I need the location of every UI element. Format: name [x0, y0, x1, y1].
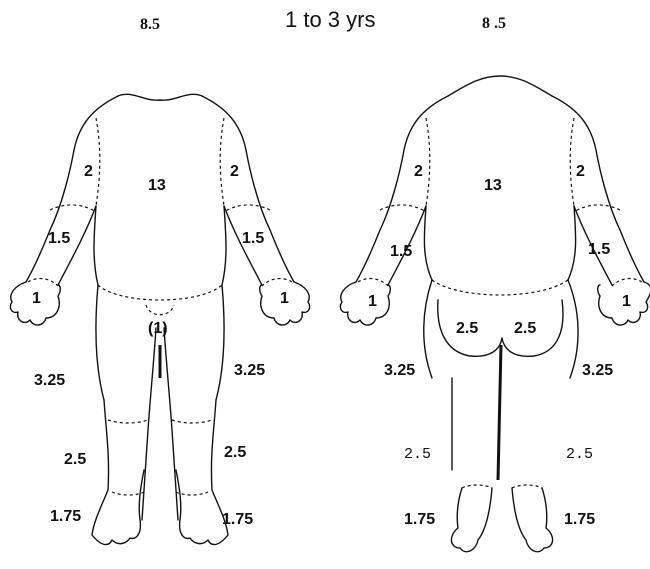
front-foot-left-label: 1.75 [50, 508, 81, 525]
front-ankle-right-dash [176, 492, 208, 495]
back-elbow-left-dash [380, 205, 426, 212]
back-upper-arm-left-label: 2 [414, 163, 423, 180]
front-wrist-left-dash [28, 279, 58, 286]
front-thigh-left-label: 3.25 [34, 372, 65, 389]
front-thigh-right-label: 3.25 [234, 362, 265, 379]
back-foot-right-label: 1.75 [564, 511, 595, 528]
front-hand-right-label: 1 [280, 290, 289, 307]
front-elbow-right-dash [224, 205, 270, 212]
back-foot-left-label: 1.75 [404, 511, 435, 528]
back-leg-right-label: 2.5 [566, 446, 593, 463]
front-neck-outline [118, 94, 202, 100]
front-groin-dash [146, 305, 174, 315]
front-inner-leg-left [142, 328, 156, 520]
front-forearm-right-label: 1.5 [242, 230, 264, 247]
front-genitals-label: (1) [148, 320, 168, 337]
front-shoulder-right-dash [220, 118, 224, 206]
front-trunk-left-outline [26, 96, 118, 282]
back-elbow-right-dash [574, 205, 620, 212]
back-hand-left-outline [340, 282, 390, 325]
front-knee-right-dash [172, 420, 212, 423]
front-trunk-right-outline [202, 96, 294, 282]
front-shoulder-left-dash [96, 118, 100, 206]
front-leg-right-label: 2.5 [224, 444, 246, 461]
back-torso-left-side [424, 206, 432, 280]
back-figure: 2 2 13 1.5 1.5 1 1 2.5 2.5 3.25 3.25 2.5… [340, 76, 650, 552]
diagram-title: 1 to 3 yrs [285, 7, 375, 32]
back-head-value: 8 .5 [482, 15, 506, 32]
back-thigh-left-label: 3.25 [384, 362, 415, 379]
back-torso-right-side [568, 206, 576, 280]
front-knee-left-dash [108, 420, 148, 423]
back-forearm-right-label: 1.5 [588, 241, 610, 258]
back-forearm-left-label: 1.5 [390, 243, 412, 260]
back-wrist-right-dash [612, 279, 642, 286]
front-foot-right-label: 1.75 [222, 511, 253, 528]
back-leg-left-label: 2.5 [404, 446, 431, 463]
back-wrist-left-dash [358, 279, 388, 286]
back-buttock-left-label: 2.5 [456, 320, 478, 337]
back-shoulder-left-dash [426, 118, 430, 206]
front-elbow-left-dash [50, 205, 96, 212]
front-hand-left-label: 1 [32, 290, 41, 307]
back-hip-left-curve [424, 280, 432, 378]
back-buttock-right-label: 2.5 [514, 320, 536, 337]
back-thigh-right-label: 3.25 [582, 362, 613, 379]
front-trunk-label: 13 [148, 177, 166, 194]
back-foot-left-outline [451, 488, 492, 552]
back-foot-right-outline [512, 488, 553, 552]
back-ankle-left-dash [462, 485, 492, 488]
front-wrist-right-dash [262, 279, 292, 286]
front-waist-dash [98, 285, 222, 300]
back-waist-dash [432, 280, 568, 295]
front-upper-arm-left-label: 2 [84, 163, 93, 180]
back-ankle-right-dash [512, 485, 542, 488]
back-midline [498, 345, 501, 480]
front-torso-left-side [94, 206, 104, 400]
back-neck-outline [448, 76, 552, 96]
back-hand-left-label: 1 [368, 293, 377, 310]
front-inner-leg-right [164, 328, 178, 520]
back-shoulder-right-dash [570, 118, 574, 206]
back-hip-right-curve [568, 280, 578, 378]
front-upper-arm-right-label: 2 [230, 163, 239, 180]
front-torso-right-side [216, 206, 226, 400]
front-leg-right-outline [176, 400, 228, 545]
front-ankle-left-dash [112, 492, 144, 495]
front-leg-left-outline [92, 400, 144, 545]
front-head-value: 8.5 [140, 16, 160, 33]
back-upper-arm-right-label: 2 [576, 163, 585, 180]
front-forearm-left-label: 1.5 [48, 230, 70, 247]
back-trunk-label: 13 [484, 177, 502, 194]
front-figure: 2 2 13 1.5 1.5 1 1 (1) 3.25 3.25 2.5 2.5… [10, 94, 309, 544]
back-hand-right-label: 1 [622, 293, 631, 310]
front-leg-left-label: 2.5 [64, 451, 86, 468]
